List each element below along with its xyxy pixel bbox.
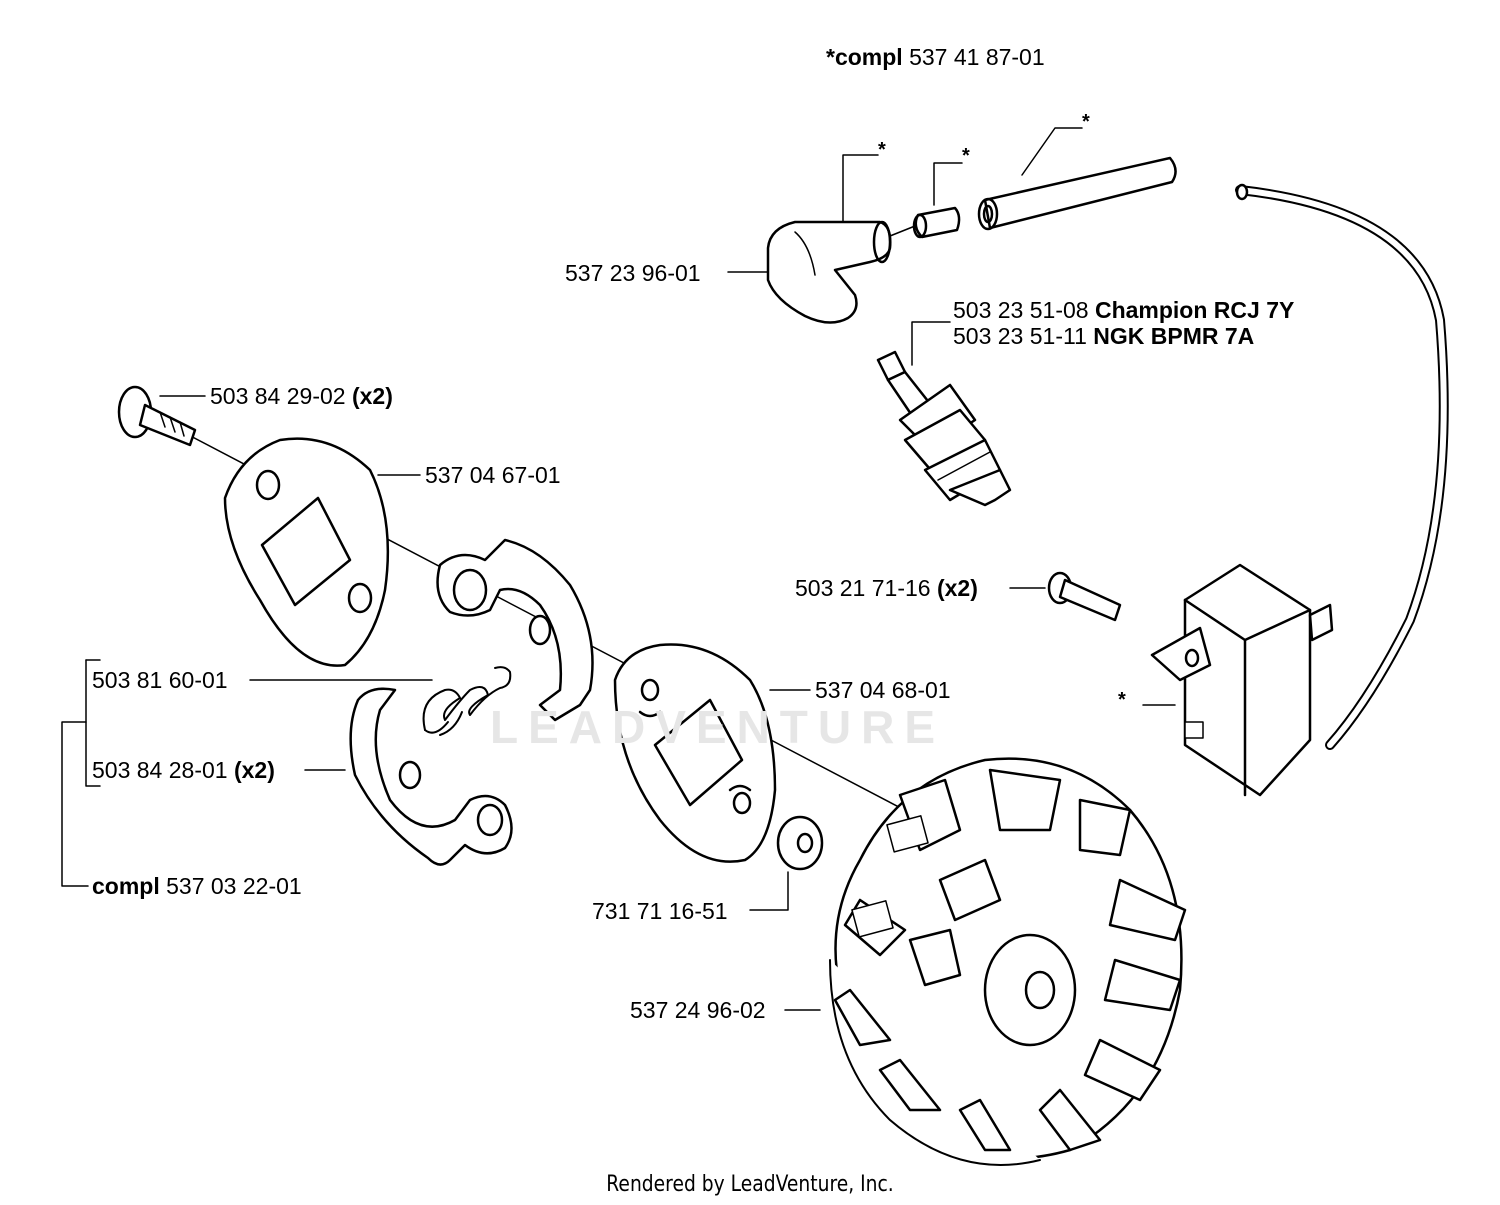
label-screw: 503 84 29-02 (x2) <box>210 383 393 409</box>
label-spring: 503 81 60-01 <box>92 667 228 693</box>
washer <box>776 815 824 871</box>
label-flywheel: 537 24 96-02 <box>630 997 766 1023</box>
label-clutch-compl: compl 537 03 22-01 <box>92 873 302 899</box>
label-plug-champion: 503 23 51-08 Champion RCJ 7Y <box>953 297 1295 323</box>
label-plug-ngk: 503 23 51-11 NGK BPMR 7A <box>953 323 1255 349</box>
watermark: LEADVENTURE <box>490 701 946 753</box>
ignition-bolt <box>1047 571 1122 622</box>
label-plate-lower: 537 04 68-01 <box>815 677 951 703</box>
label-ignition-screw: 503 21 71-16 (x2) <box>795 575 978 601</box>
ignition-lead-tube <box>977 156 1177 231</box>
label-shoe: 503 84 28-01 (x2) <box>92 757 275 783</box>
ignition-module <box>1150 563 1334 797</box>
label-washer: 731 71 16-51 <box>592 898 728 924</box>
asterisk-boot: * <box>878 139 886 161</box>
label-plate-upper: 537 04 67-01 <box>425 462 561 488</box>
plate-upper <box>223 437 390 667</box>
clutch-shoe-upper <box>436 538 594 722</box>
kit-title: *compl 537 41 87-01 <box>826 44 1045 70</box>
flywheel <box>829 757 1187 1166</box>
plate-lower <box>613 643 777 863</box>
terminal-sleeve <box>889 206 961 239</box>
leader-lines <box>61 127 1176 1011</box>
clutch-spring <box>422 666 512 736</box>
spark-plug <box>876 350 1012 507</box>
label-boot: 537 23 96-01 <box>565 260 701 286</box>
asterisk-sleeve: * <box>962 145 970 167</box>
spark-plug-boot <box>766 220 892 324</box>
asterisk-tube: * <box>1082 111 1090 133</box>
bolt-upper <box>117 385 197 447</box>
footer-credit: Rendered by LeadVenture, Inc. <box>606 1172 894 1197</box>
clutch-shoe-lower <box>349 687 513 866</box>
asterisk-module: * <box>1118 689 1126 711</box>
